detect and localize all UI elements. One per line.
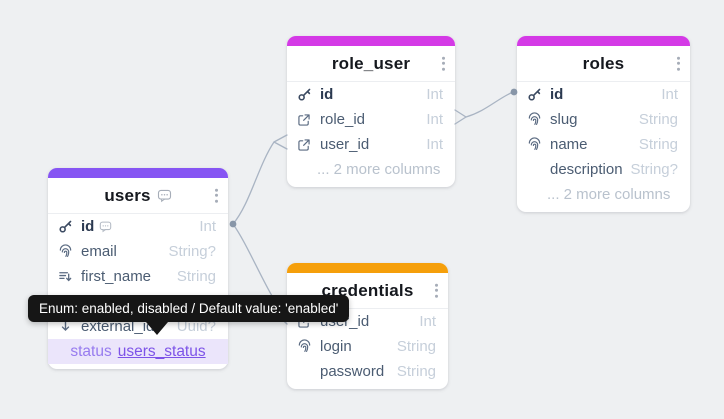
- kebab-menu-icon[interactable]: [212, 185, 221, 206]
- foreign-key-icon: [297, 138, 314, 152]
- fingerprint-icon: [527, 137, 544, 152]
- relation-role-user-to-roles: [454, 91, 514, 125]
- relation-role-user-to-users: [232, 134, 288, 225]
- tooltip-arrow: [146, 322, 168, 335]
- role-user-table-name: role_user: [331, 53, 411, 73]
- field-row-credentials-password[interactable]: password String: [320, 363, 436, 380]
- table-credentials[interactable]: credentials user_id Int login: [287, 263, 448, 389]
- table-role-user[interactable]: role_user id Int role_id Int: [287, 36, 455, 187]
- kebab-menu-icon[interactable]: [674, 53, 683, 74]
- chevron-down-icon: [58, 319, 75, 334]
- field-row-users-first-name[interactable]: first_name String: [48, 264, 228, 289]
- field-row-roles-name[interactable]: name String: [517, 132, 690, 157]
- field-row-users-status[interactable]: status users_status: [48, 339, 228, 364]
- field-row-roles-description[interactable]: description String?: [550, 161, 678, 178]
- foreign-key-icon: [297, 113, 314, 127]
- enum-link-users-status[interactable]: users_status: [117, 342, 206, 360]
- field-row-role-user-role-id[interactable]: role_id Int: [287, 107, 455, 132]
- enum-tooltip-text: Enum: enabled, disabled / Default value:…: [39, 301, 339, 316]
- table-roles[interactable]: roles id Int slug String: [517, 36, 690, 212]
- users-accent-bar: [48, 168, 228, 178]
- credentials-accent-bar: [287, 263, 448, 273]
- key-icon: [297, 87, 314, 102]
- users-header[interactable]: users: [48, 178, 228, 214]
- field-row-role-user-id[interactable]: id Int: [287, 82, 455, 107]
- field-row-users-email[interactable]: email String?: [48, 239, 228, 264]
- roles-header[interactable]: roles: [517, 46, 690, 82]
- role-user-header[interactable]: role_user: [287, 46, 455, 82]
- roles-accent-bar: [517, 36, 690, 46]
- fingerprint-icon: [297, 339, 314, 354]
- field-row-users-external-id[interactable]: external_id Uuid?: [48, 314, 228, 339]
- kebab-menu-icon[interactable]: [432, 280, 441, 301]
- credentials-header[interactable]: credentials: [287, 273, 448, 309]
- key-icon: [58, 219, 75, 234]
- enum-tooltip: Enum: enabled, disabled / Default value:…: [28, 295, 350, 335]
- role-user-accent-bar: [287, 36, 455, 46]
- field-row-roles-id[interactable]: id Int: [517, 82, 690, 107]
- more-columns-label[interactable]: ... 2 more columns: [547, 186, 671, 203]
- kebab-menu-icon[interactable]: [439, 53, 448, 74]
- fingerprint-icon: [527, 112, 544, 127]
- field-row-credentials-login[interactable]: login String: [287, 334, 448, 359]
- field-row-role-user-user-id[interactable]: user_id Int: [287, 132, 455, 157]
- comment-icon: [157, 188, 172, 203]
- fingerprint-icon: [58, 244, 75, 259]
- roles-table-name: roles: [582, 53, 625, 73]
- credentials-table-name: credentials: [321, 280, 414, 300]
- relation-endpoint-dot: [229, 220, 237, 228]
- key-icon: [527, 87, 544, 102]
- field-row-roles-slug[interactable]: slug String: [517, 107, 690, 132]
- field-row-users-id[interactable]: id Int: [48, 214, 228, 239]
- comment-icon: [99, 220, 112, 233]
- table-users[interactable]: users id: [48, 168, 228, 369]
- users-table-name: users: [104, 185, 151, 205]
- more-columns-label[interactable]: ... 2 more columns: [317, 161, 441, 178]
- sort-desc-icon: [58, 269, 75, 284]
